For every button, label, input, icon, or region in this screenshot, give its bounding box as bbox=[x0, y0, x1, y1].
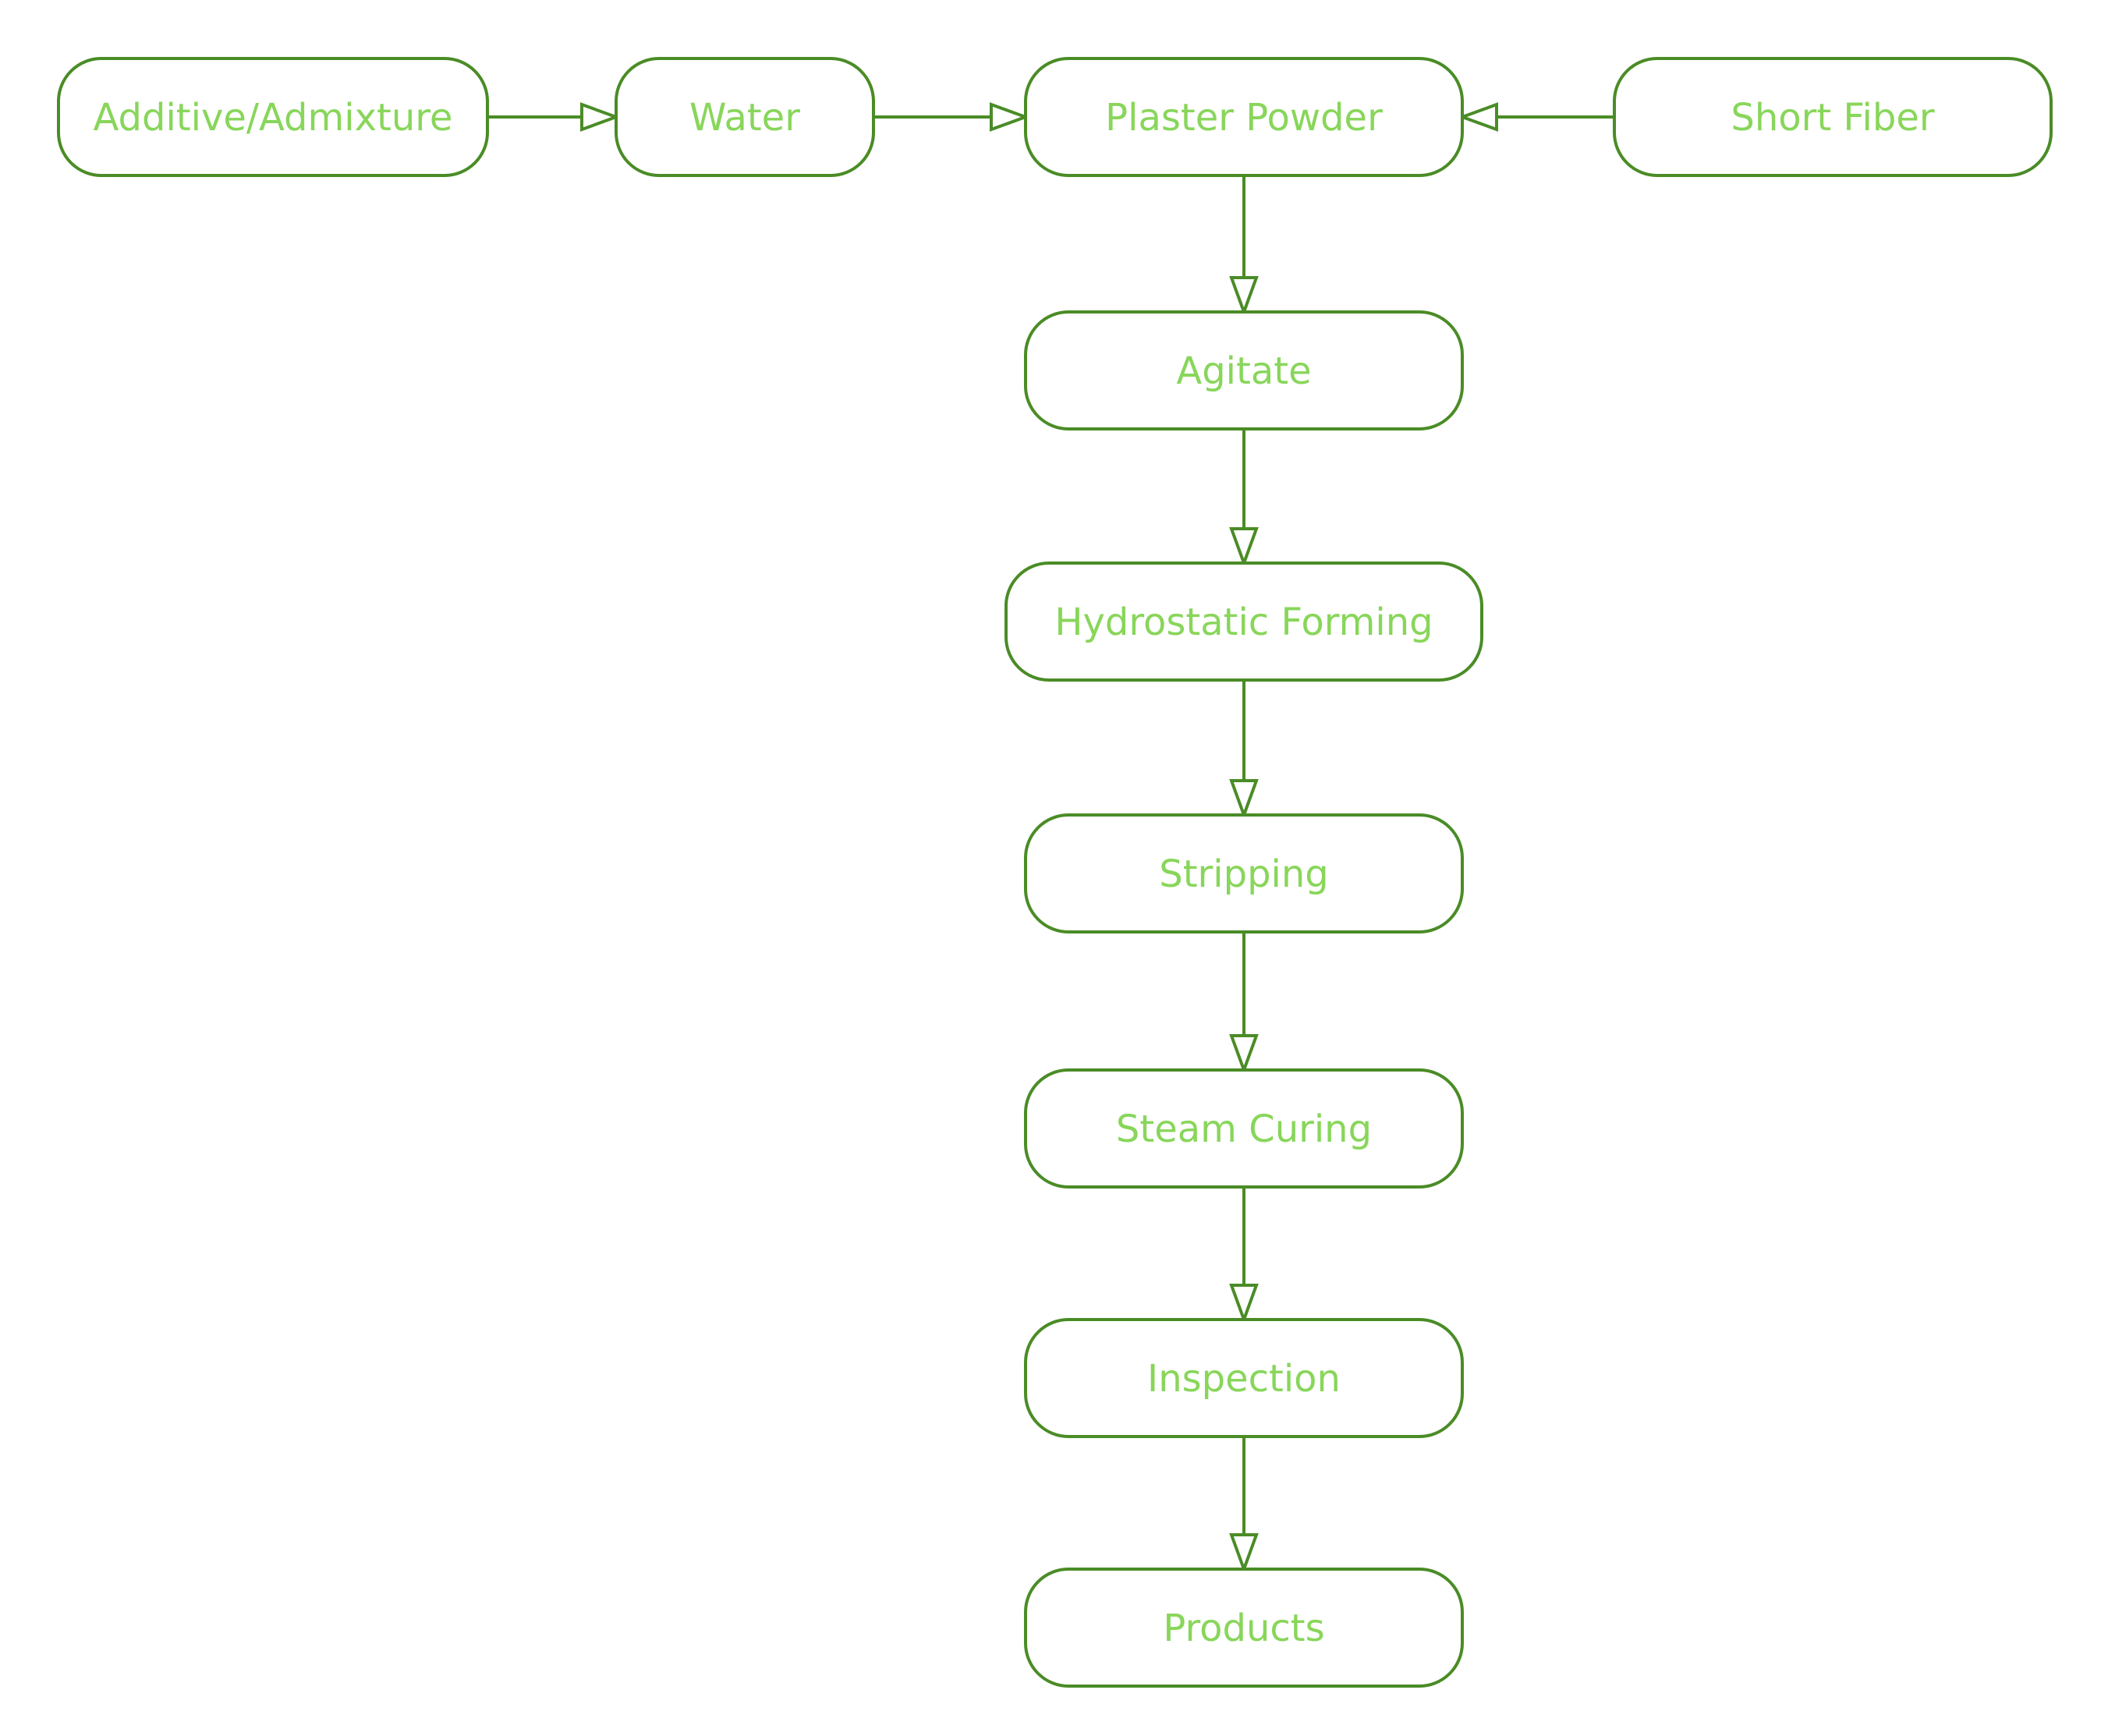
node-plaster: Plaster Powder bbox=[1024, 57, 1464, 177]
node-label: Steam Curing bbox=[1116, 1107, 1372, 1151]
node-box bbox=[57, 57, 489, 177]
edge-plaster-to-agitate bbox=[1229, 175, 1259, 317]
node-label: Water bbox=[689, 96, 800, 140]
edges-layer bbox=[487, 102, 1614, 1574]
node-box bbox=[1004, 562, 1483, 682]
arrowhead bbox=[1229, 1533, 1259, 1574]
arrowhead bbox=[1229, 779, 1259, 820]
node-water: Water bbox=[615, 57, 875, 177]
node-fiber: Short Fiber bbox=[1613, 57, 2053, 177]
node-forming: Hydrostatic Forming bbox=[1004, 562, 1483, 682]
arrowhead bbox=[1229, 527, 1259, 568]
edge-agitate-to-forming bbox=[1229, 429, 1259, 568]
nodes-layer: Additive/Admixture Water Plaster Powder Sho… bbox=[57, 57, 2053, 1688]
edge-additive-to-water bbox=[487, 102, 621, 132]
node-label: Short Fiber bbox=[1731, 96, 1935, 140]
node-products: Products bbox=[1024, 1568, 1464, 1688]
edge-fiber-to-plaster bbox=[1458, 102, 1614, 132]
arrowhead bbox=[1458, 102, 1498, 132]
node-stripping: Stripping bbox=[1024, 813, 1464, 934]
node-box bbox=[1024, 1068, 1464, 1189]
node-label: Additive/Admixture bbox=[94, 96, 453, 140]
node-box bbox=[615, 57, 875, 177]
node-agitate: Agitate bbox=[1024, 310, 1464, 430]
node-label: Products bbox=[1163, 1607, 1324, 1650]
node-box bbox=[1613, 57, 2053, 177]
node-box bbox=[1024, 1568, 1464, 1688]
node-curing: Steam Curing bbox=[1024, 1068, 1464, 1189]
arrowhead bbox=[1229, 1284, 1259, 1324]
node-box bbox=[1024, 310, 1464, 430]
node-box bbox=[1024, 57, 1464, 177]
edge-water-to-plaster bbox=[873, 102, 1030, 132]
edge-stripping-to-curing bbox=[1229, 932, 1259, 1075]
arrowhead bbox=[1229, 276, 1259, 317]
arrowhead bbox=[580, 102, 621, 132]
node-box bbox=[1024, 813, 1464, 934]
node-inspection: Inspection bbox=[1024, 1318, 1464, 1438]
node-label: Hydrostatic Forming bbox=[1054, 601, 1433, 644]
edge-inspection-to-products bbox=[1229, 1437, 1259, 1574]
edge-forming-to-stripping bbox=[1229, 680, 1259, 820]
node-label: Stripping bbox=[1159, 852, 1329, 896]
node-label: Agitate bbox=[1176, 349, 1311, 393]
edge-curing-to-inspection bbox=[1229, 1187, 1259, 1324]
node-additive: Additive/Admixture bbox=[57, 57, 489, 177]
arrowhead bbox=[1229, 1034, 1259, 1075]
node-label: Plaster Powder bbox=[1105, 96, 1383, 140]
node-box bbox=[1024, 1318, 1464, 1438]
node-label: Inspection bbox=[1147, 1357, 1341, 1401]
arrowhead bbox=[990, 102, 1030, 132]
